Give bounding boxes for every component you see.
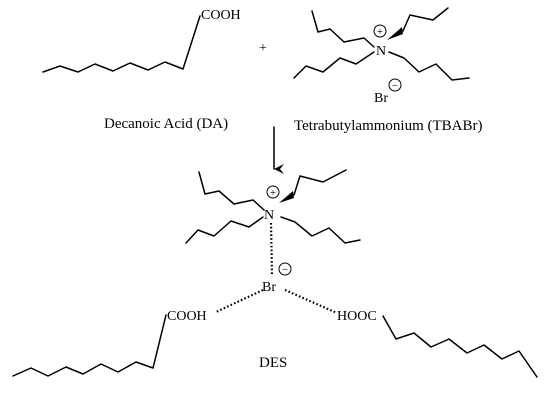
des-nitrogen-label: N	[264, 208, 274, 223]
des-right-hooc-label: HOOC	[337, 309, 377, 324]
des-caption: DES	[259, 355, 287, 371]
tbabr-nitrogen-label: N	[376, 44, 386, 59]
tbabr-butyl-lower-left	[293, 51, 375, 79]
acid-cooh-label: COOH	[201, 8, 241, 23]
tbabr-butyl-upper-left	[311, 10, 375, 48]
tbabr-butyl-lower-right	[388, 51, 470, 81]
decanoic-acid-molecule: COOH Decanoic Acid (DA)	[42, 8, 241, 132]
cation-charge-sign: +	[377, 26, 383, 38]
des-butyl-lower-right	[280, 216, 361, 244]
anion-charge-sign: −	[392, 80, 398, 92]
tbabr-molecule: N + Br − Tetrabutylammonium (TBABr)	[293, 7, 483, 134]
tbabr-caption: Tetrabutylammonium (TBABr)	[294, 118, 483, 134]
des-butyl-lower-left	[185, 216, 264, 244]
plus-sign: +	[259, 41, 267, 56]
hydrogen-bond-right	[284, 288, 338, 315]
hydrogen-bond-left	[215, 289, 264, 313]
acid-caption: Decanoic Acid (DA)	[104, 116, 228, 132]
tbabr-bromide-label: Br	[374, 91, 388, 106]
cation-charge-circle	[373, 24, 387, 38]
anion-charge-circle	[388, 78, 402, 92]
des-anion-charge-sign: −	[282, 264, 288, 276]
des-product: N + Br − COOH HOOC DES	[12, 169, 538, 378]
des-anion-charge-circle	[278, 262, 292, 276]
des-right-acid-chain	[382, 315, 538, 378]
des-left-cooh-label: COOH	[167, 309, 207, 324]
des-butyl-upper-right	[293, 169, 347, 196]
des-butyl-upper-left	[198, 171, 265, 211]
decanoic-acid-chain	[42, 15, 201, 73]
n-br-interaction	[269, 222, 274, 276]
des-left-acid-chain	[12, 314, 167, 377]
des-cation-charge-circle	[266, 185, 280, 199]
des-bromide-label: Br	[262, 280, 276, 295]
tbabr-wedge-bond	[387, 27, 403, 40]
des-cation-charge-sign: +	[270, 187, 276, 199]
tbabr-butyl-upper-right	[402, 7, 449, 32]
des-wedge-bond	[279, 191, 294, 203]
